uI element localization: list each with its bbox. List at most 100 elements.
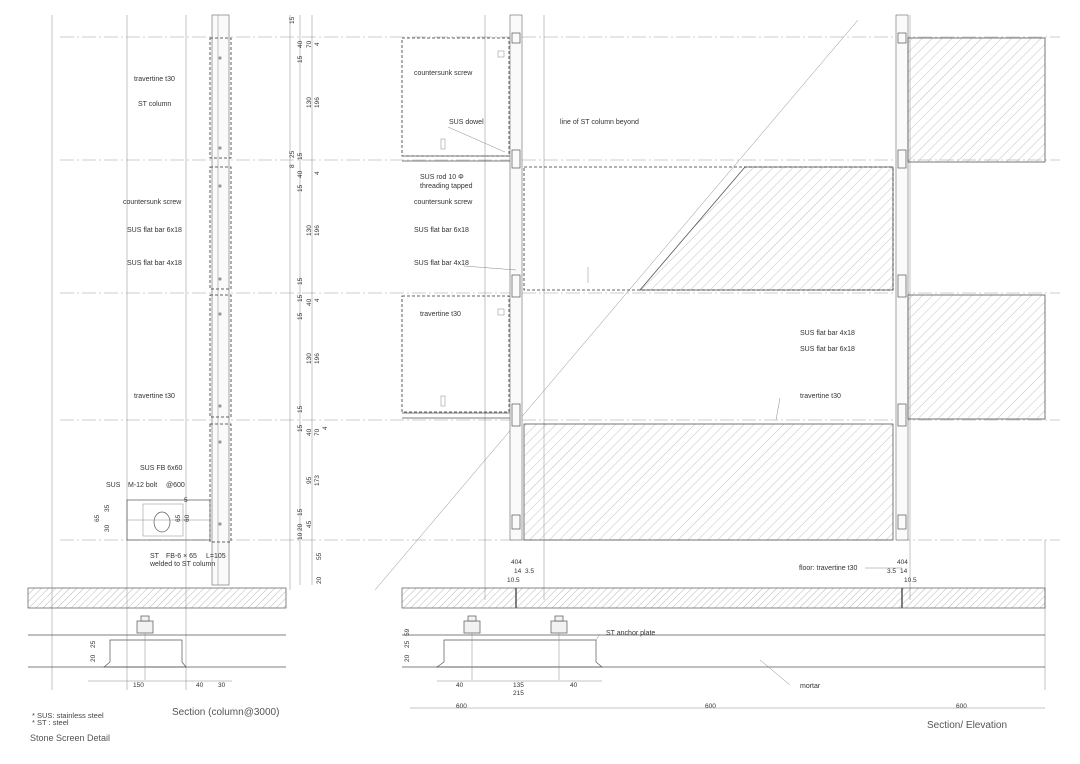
- dim-left-b: 35: [104, 504, 111, 512]
- dim-right-ad: 15: [297, 508, 304, 516]
- dim-r-14: 14: [900, 568, 908, 575]
- dim-right-j: 15: [297, 152, 304, 160]
- dim-base-25-elev: 25: [404, 640, 411, 648]
- legend-notes: * SUS: stainless steel * ST : steel: [32, 711, 104, 727]
- dim-right-h: 25: [289, 150, 296, 158]
- dim-b-40b: 40: [570, 682, 578, 689]
- dim-right-b: 40: [297, 40, 304, 48]
- dim-right-y: 40: [306, 428, 313, 436]
- dim-base-c: 150: [133, 682, 144, 689]
- label-flat-6x18-elev: SUS flat bar 6x18: [414, 227, 469, 234]
- label-bolt-spacing: @600: [166, 482, 185, 489]
- label-st-column: ST column: [138, 101, 171, 108]
- dim-r-35: 3.5: [887, 568, 896, 575]
- label-sus-rod: SUS rod 10 Φ: [420, 174, 464, 181]
- label-anchor: ST anchor plate: [606, 630, 655, 637]
- dim-left-d: 5: [184, 497, 188, 504]
- elevation-view: countersunk screw SUS dowel line of ST c…: [374, 14, 1046, 731]
- label-welded: welded to ST column: [149, 561, 215, 568]
- stone-panel-mid-right: [907, 294, 1046, 420]
- dim-right-o: 196: [314, 225, 321, 236]
- drawing-title: Stone Screen Detail: [30, 733, 110, 743]
- dim-right-r: 40: [306, 298, 313, 306]
- section-bolt-nut: [136, 620, 154, 634]
- label-floor: floor: travertine t30: [799, 565, 857, 572]
- dim-right-p: 15: [297, 277, 304, 285]
- dim-span-600c: 600: [956, 703, 967, 710]
- label-st-column-beyond: line of ST column beyond: [560, 119, 639, 126]
- label-travertine-left: travertine t30: [420, 311, 461, 318]
- label-flat-6x18: SUS flat bar 6x18: [127, 227, 182, 234]
- dim-right-n: 130: [306, 225, 313, 236]
- label-flat-4x18-elev: SUS flat bar 4x18: [414, 260, 469, 267]
- left-column: [509, 14, 523, 541]
- dim-right-af: 45: [306, 520, 313, 528]
- section-anchor-base: [103, 639, 187, 668]
- elevation-floor-slab: [401, 587, 1046, 609]
- section-floor-slab: [27, 587, 287, 609]
- dim-b-135: 135: [513, 682, 524, 689]
- stone-panel-lower: [523, 423, 894, 541]
- dim-right-c: 70: [306, 40, 313, 48]
- dim-right-q: 15: [297, 294, 304, 302]
- m12-bolt: [153, 511, 171, 533]
- section-view: 15 40 70 4 15 130 196 25 8 15 40 4 15 13…: [27, 14, 329, 718]
- label-travertine-right: travertine t30: [800, 393, 841, 400]
- dim-right-aa: 4: [322, 426, 329, 430]
- dim-l-105: 10.5: [507, 577, 520, 584]
- stone-panel-3: [209, 294, 232, 418]
- dim-right-u: 130: [306, 353, 313, 364]
- label-countersunk: countersunk screw: [123, 199, 182, 206]
- label-countersunk-mid: countersunk screw: [414, 199, 473, 206]
- dim-right-a: 15: [289, 16, 296, 24]
- label-flat-4x18: SUS flat bar 4x18: [127, 260, 182, 267]
- elevation-caption: Section/ Elevation: [927, 720, 1007, 731]
- dim-right-ae: 10 20: [297, 523, 304, 540]
- dim-right-d: 4: [314, 42, 321, 46]
- dim-right-l: 4: [314, 171, 321, 175]
- dim-right-z: 70: [314, 428, 321, 436]
- dim-span-600a: 600: [456, 703, 467, 710]
- dim-right-v: 196: [314, 353, 321, 364]
- dashed-panel-mid-left: [401, 295, 510, 413]
- dim-r-404: 404: [897, 559, 908, 566]
- stone-panel-upper-right: [907, 37, 1046, 163]
- label-sus-dowel: SUS dowel: [449, 119, 484, 126]
- dim-base-d: 40: [196, 682, 204, 689]
- label-bolt-spec: M-12 bolt: [128, 482, 157, 489]
- label-flat-6x18-right: SUS flat bar 6x18: [800, 346, 855, 353]
- dim-r-105: 10.5: [904, 577, 917, 584]
- dim-right-e: 15: [297, 55, 304, 63]
- dim-right-g: 196: [314, 97, 321, 108]
- dim-right-ah: 20: [316, 576, 323, 584]
- anchor-bolt-left: [463, 620, 481, 634]
- label-travertine-top: travertine t30: [134, 76, 175, 83]
- dim-b-215: 215: [513, 690, 524, 697]
- dim-right-m: 15: [297, 184, 304, 192]
- label-fb-6x60: SUS FB 6x60: [140, 465, 183, 472]
- dim-right-x: 15: [297, 424, 304, 432]
- label-threading: threading tapped: [420, 183, 473, 190]
- fixing-points: [218, 56, 222, 526]
- section-caption: Section (column@3000): [172, 707, 279, 718]
- label-travertine-mid: travertine t30: [134, 393, 175, 400]
- dim-right-i: 8: [289, 164, 296, 168]
- dim-left-c: 30: [104, 524, 111, 532]
- stone-panel-2: [209, 166, 232, 290]
- stone-panel-center: [639, 166, 894, 291]
- dim-l-14: 14: [514, 568, 522, 575]
- diagonal-cut-line: [374, 19, 859, 591]
- dim-span-600b: 600: [705, 703, 716, 710]
- dim-right-w: 15: [297, 405, 304, 413]
- fixing-marks: [440, 50, 589, 407]
- dim-left-a: 65: [94, 514, 101, 522]
- st-column: [211, 14, 230, 586]
- svg-text:*: *: [32, 711, 35, 720]
- column-clips: [511, 32, 907, 530]
- dim-right-ag: 55: [316, 552, 323, 560]
- dim-right-ab: 95: [306, 476, 313, 484]
- dim-l-404: 404: [511, 559, 522, 566]
- svg-text:*: *: [32, 718, 35, 727]
- dim-base-b: 20: [90, 654, 97, 662]
